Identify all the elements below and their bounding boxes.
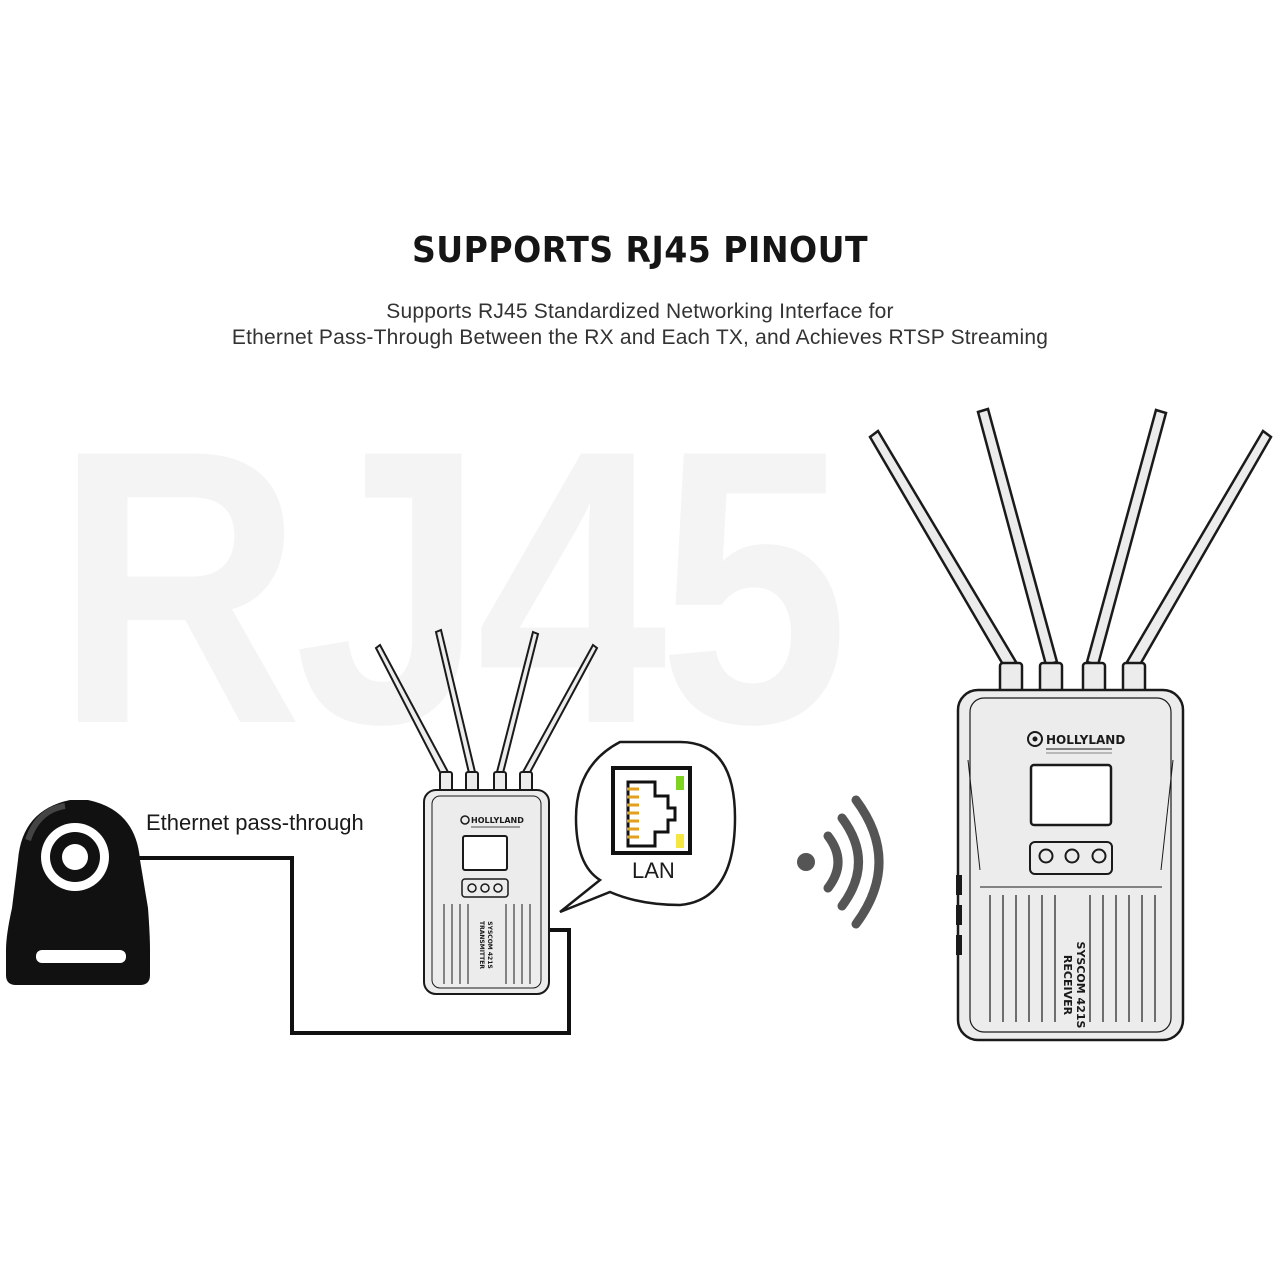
rj45-watermark: RJ45: [55, 369, 849, 805]
transmitter-model: SYSCOM 421S: [486, 921, 493, 968]
subtitle-line-2: Ethernet Pass-Through Between the RX and…: [231, 326, 1049, 349]
transmitter-button-1: [467, 883, 477, 893]
transmitter-button-2: [480, 883, 490, 893]
receiver-screen: [1029, 763, 1113, 827]
led-green: [676, 776, 684, 790]
receiver-antennas: [868, 407, 1273, 697]
receiver-brand: HOLLYLAND: [1046, 733, 1125, 747]
lan-callout-bubble: [559, 740, 737, 914]
transmitter-brand: HOLLYLAND: [471, 816, 524, 825]
ethernet-cable: [132, 856, 571, 1035]
page-title: SUPPORTS RJ45 PINOUT: [411, 230, 869, 271]
receiver-button-2: [1064, 848, 1080, 864]
transmitter-antennas: [374, 628, 599, 793]
receiver-device: HOLLYLAND SYSCOM 421S RECEIVER: [868, 407, 1273, 1042]
receiver-button-1: [1038, 848, 1054, 864]
subtitle-line-1: Supports RJ45 Standardized Networking In…: [386, 300, 894, 323]
transmitter-screen: [462, 835, 508, 871]
receiver-role: RECEIVER: [1061, 955, 1074, 1016]
wireless-signal-icon: [797, 795, 884, 929]
ptz-camera-icon: [6, 800, 150, 985]
ethernet-passthrough-label: Ethernet pass-through: [146, 810, 364, 835]
transmitter-role: TRANSMITTER: [478, 921, 485, 969]
lan-label: LAN: [632, 858, 675, 883]
rj45-port-icon: [611, 766, 692, 855]
receiver-model: SYSCOM 421S: [1074, 942, 1087, 1029]
led-yellow: [676, 834, 684, 848]
receiver-button-3: [1091, 848, 1107, 864]
transmitter-button-3: [493, 883, 503, 893]
transmitter-device: HOLLYLAND SYSCOM 421S TRANSMITTER: [374, 628, 599, 995]
